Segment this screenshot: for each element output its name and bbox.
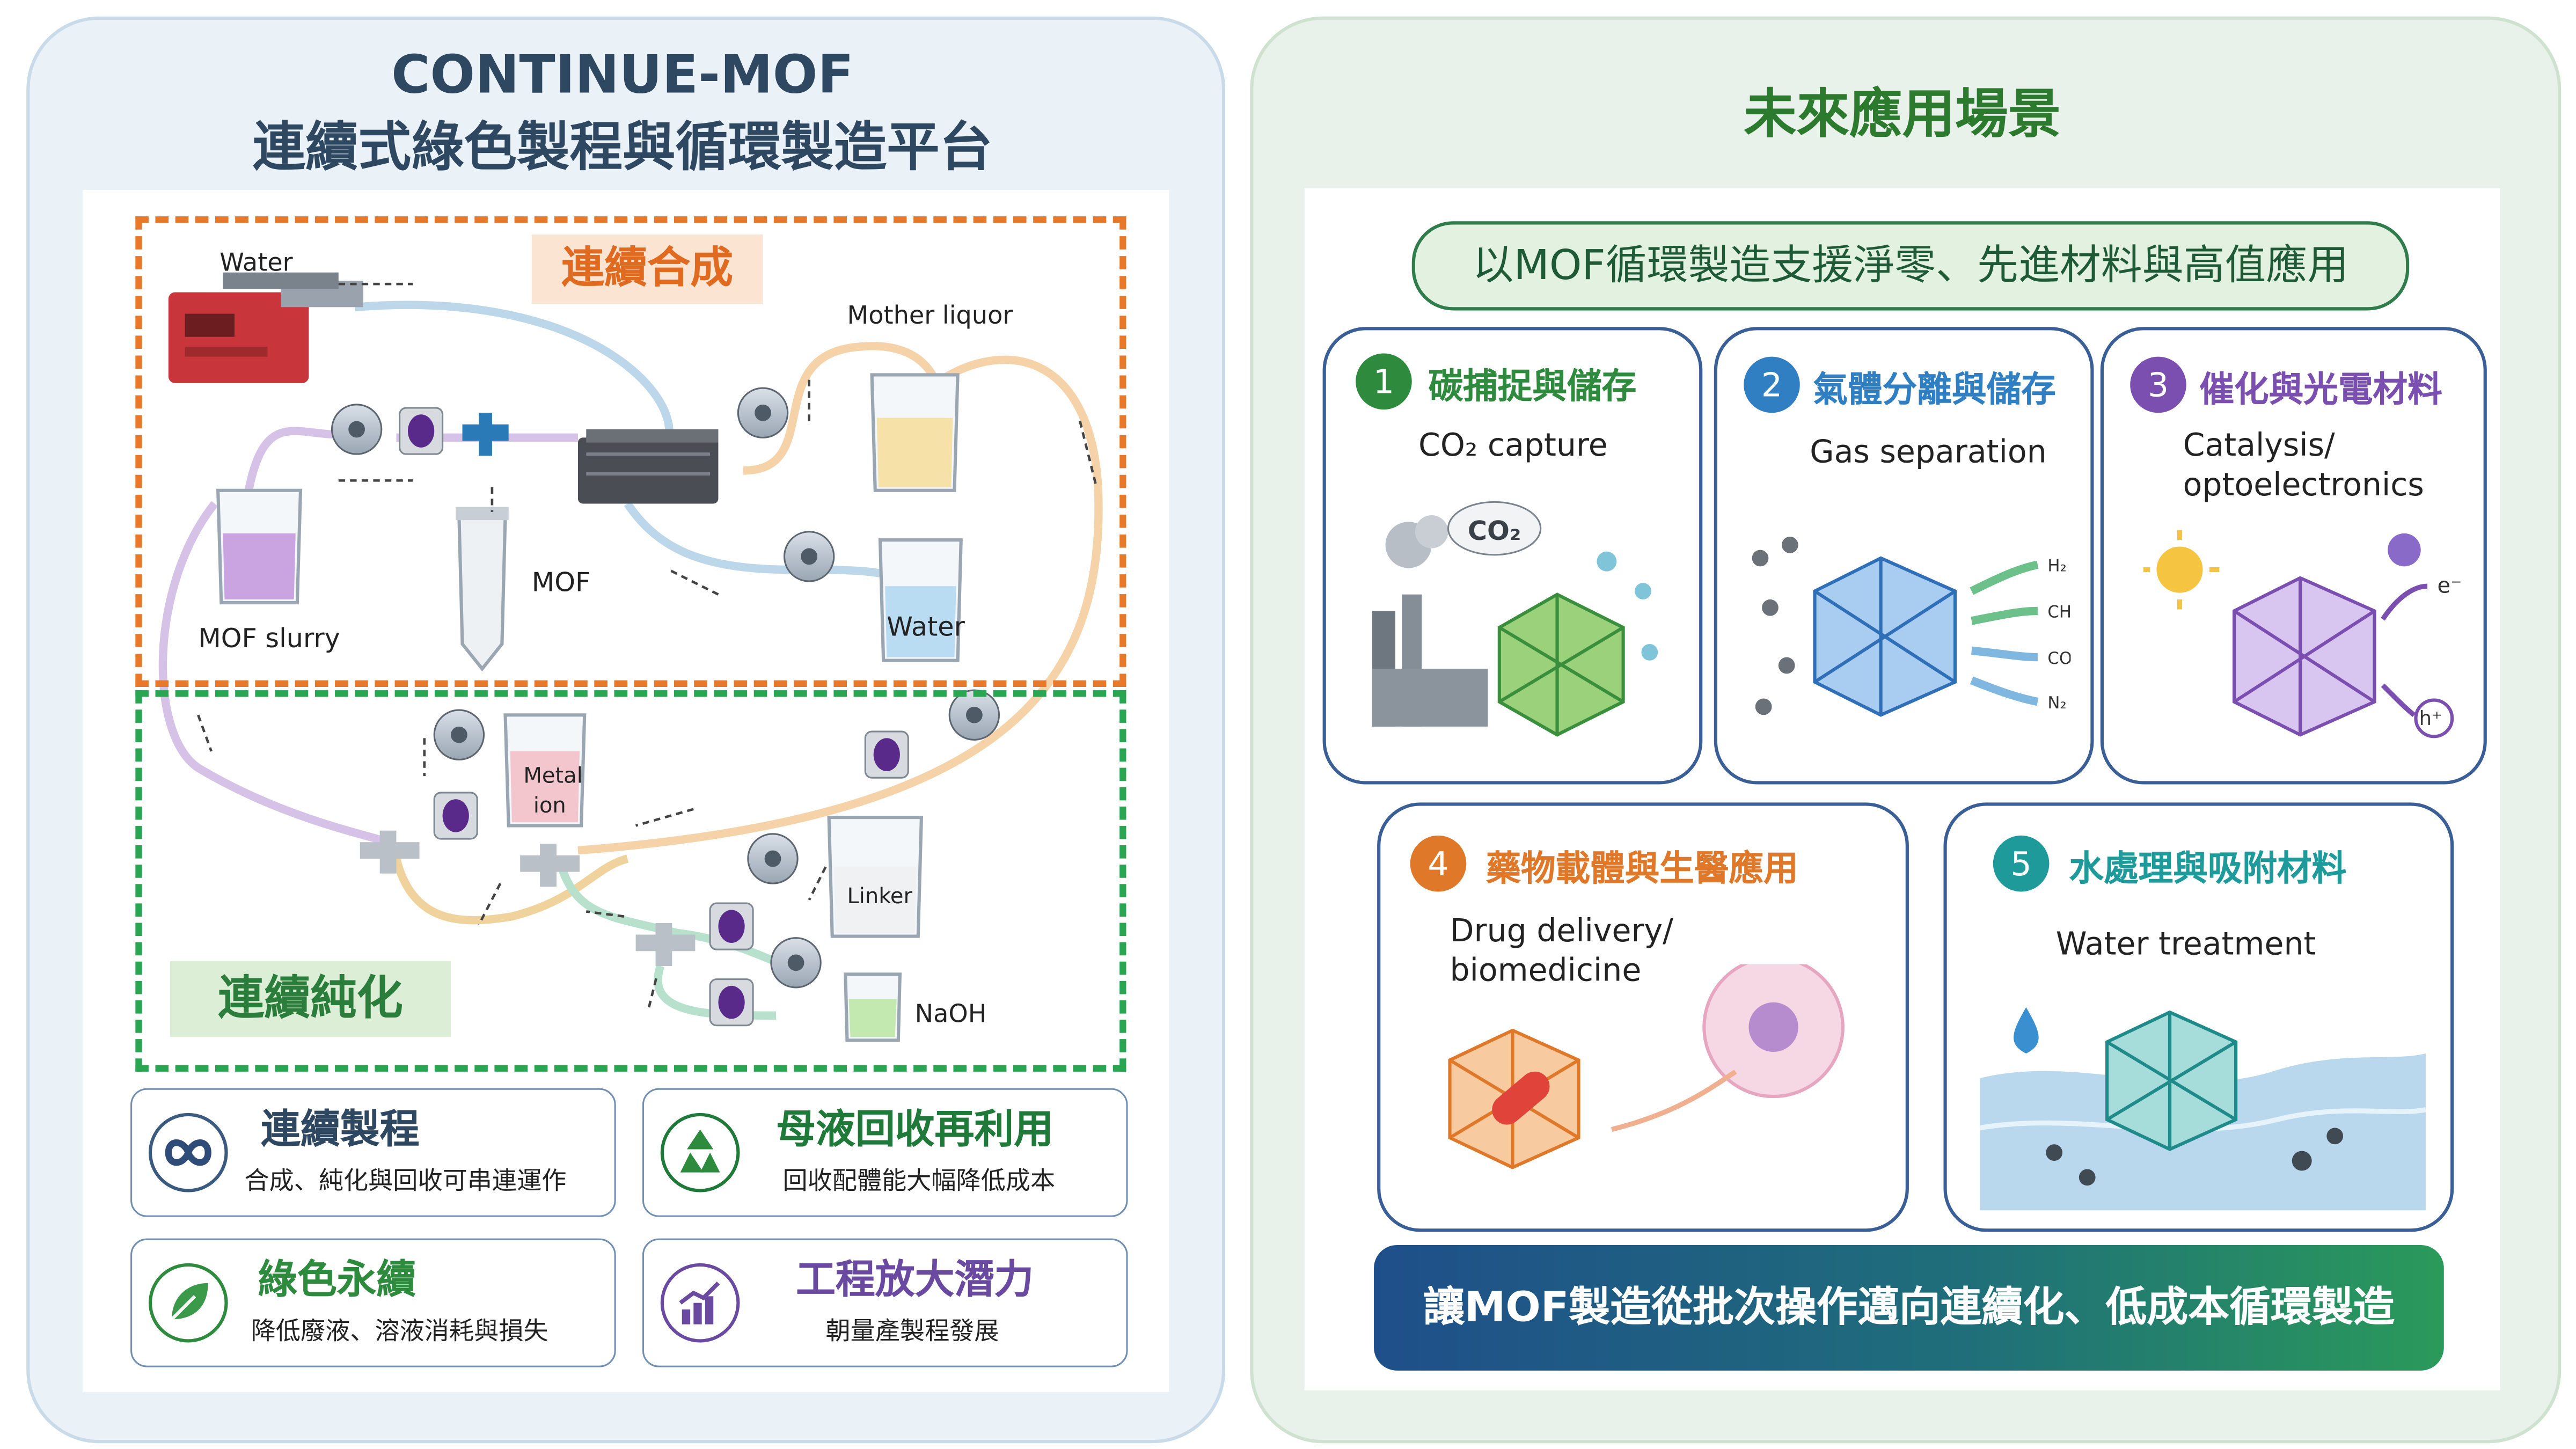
- feature-3-heading: 綠色永續: [257, 1256, 416, 1303]
- feature-liquor-recycle: 母液回收再利用 回收配體能大幅降低成本: [642, 1088, 1128, 1217]
- feature-4-desc: 朝量產製程發展: [825, 1316, 999, 1346]
- feature-4-heading: 工程放大潛力: [796, 1256, 1034, 1303]
- card-2-number: 2: [1744, 356, 1800, 413]
- metal-ion-label-line2: ion: [533, 794, 566, 819]
- card-5-number: 5: [1993, 835, 2050, 892]
- feature-green-sustainable: 綠色永續 降低廢液、溶液消耗與損失: [130, 1238, 616, 1367]
- co2-capture-illustration: CO₂: [1372, 501, 1658, 737]
- feature-continuous-process: 連續製程 合成、純化與回收可串連運作: [130, 1088, 616, 1217]
- card-catalysis: 3 催化與光電材料 Catalysis/ optoelectronics e⁻ …: [2100, 327, 2487, 785]
- card-water-treatment: 5 水處理與吸附材料 Water treatment: [1943, 802, 2454, 1232]
- purification-label: 連續純化: [170, 961, 451, 1037]
- infinity-icon: [148, 1113, 228, 1192]
- hole-label: h⁺: [2419, 707, 2442, 730]
- card-1-en: CO₂ capture: [1418, 427, 1608, 464]
- leaf-icon: [148, 1263, 228, 1343]
- water-top-label: Water: [219, 247, 293, 277]
- left-title-line2: 連續式綠色製程與循環製造平台: [252, 115, 993, 179]
- gas-label-n2: N₂: [2047, 693, 2066, 713]
- catalysis-illustration: e⁻ h⁺: [2143, 530, 2462, 738]
- card-drug-delivery: 4 藥物載體與生醫應用 Drug delivery/ biomedicine: [1377, 802, 1909, 1232]
- card-5-en: Water treatment: [2055, 926, 2316, 963]
- process-flow-diagram: [158, 272, 1103, 1042]
- card-gas-separation: 2 氣體分離與儲存 Gas separation H₂ CH₄ CO₂ N₂: [1714, 327, 2094, 785]
- card-3-zh: 催化與光電材料: [2199, 370, 2442, 410]
- mother-liquor-label: Mother liquor: [847, 300, 1013, 331]
- naoh-label: NaOH: [914, 999, 987, 1029]
- co2-cloud-text: CO₂: [1468, 515, 1521, 546]
- drug-delivery-illustration: [1448, 964, 1845, 1169]
- synthesis-label: 連續合成: [531, 234, 763, 304]
- card-1-zh: 碳捕捉與儲存: [1428, 367, 1637, 406]
- mof-label: MOF: [531, 566, 591, 598]
- water-beaker-label: Water: [887, 611, 965, 642]
- card-5-zh: 水處理與吸附材料: [2069, 848, 2347, 889]
- metal-ion-label-line1: Metal: [523, 764, 583, 789]
- feature-2-heading: 母液回收再利用: [776, 1106, 1054, 1153]
- right-title: 未來應用場景: [1744, 82, 2061, 145]
- feature-1-heading: 連續製程: [261, 1106, 420, 1153]
- card-4-en-line2: biomedicine: [1450, 953, 1642, 990]
- feature-3-desc: 降低廢液、溶液消耗與損失: [251, 1316, 548, 1346]
- card-co2-capture: 1 碳捕捉與儲存 CO₂ capture CO₂: [1322, 327, 1703, 785]
- gas-label-co2: CO₂: [2047, 649, 2070, 668]
- card-1-number: 1: [1356, 353, 1412, 410]
- purification-region: [135, 690, 1126, 1072]
- card-4-zh: 藥物載體與生醫應用: [1486, 848, 1798, 889]
- feature-1-desc: 合成、純化與回收可串連運作: [244, 1166, 567, 1196]
- mof-slurry-label: MOF slurry: [198, 622, 340, 654]
- feature-scale-up: 工程放大潛力 朝量產製程發展: [642, 1238, 1128, 1367]
- card-3-number: 3: [2130, 356, 2186, 413]
- water-treatment-illustration: [1980, 1007, 2426, 1211]
- top-banner: 以MOF循環製造支援淨零、先進材料與高值應用: [1411, 221, 2410, 311]
- gas-label-ch4: CH₄: [2047, 603, 2070, 622]
- electron-label: e⁻: [2438, 574, 2462, 598]
- synthesis-region: [135, 216, 1126, 687]
- growth-chart-icon: [660, 1263, 740, 1343]
- linker-label: Linker: [847, 885, 913, 910]
- card-2-en: Gas separation: [1810, 434, 2047, 471]
- card-3-en-line1: Catalysis/: [2183, 427, 2335, 464]
- card-2-zh: 氣體分離與儲存: [1813, 370, 2056, 410]
- gas-label-h2: H₂: [2047, 557, 2066, 576]
- card-4-en-line1: Drug delivery/: [1450, 913, 1673, 950]
- card-4-number: 4: [1410, 835, 1467, 892]
- bottom-banner: 讓MOF製造從批次操作邁向連續化、低成本循環製造: [1373, 1245, 2444, 1371]
- card-3-en-line2: optoelectronics: [2183, 467, 2424, 504]
- gas-separation-illustration: H₂ CH₄ CO₂ N₂: [1752, 536, 2070, 717]
- recycle-icon: [660, 1113, 740, 1192]
- feature-2-desc: 回收配體能大幅降低成本: [782, 1166, 1056, 1196]
- left-title-line1: CONTINUE-MOF: [391, 42, 854, 106]
